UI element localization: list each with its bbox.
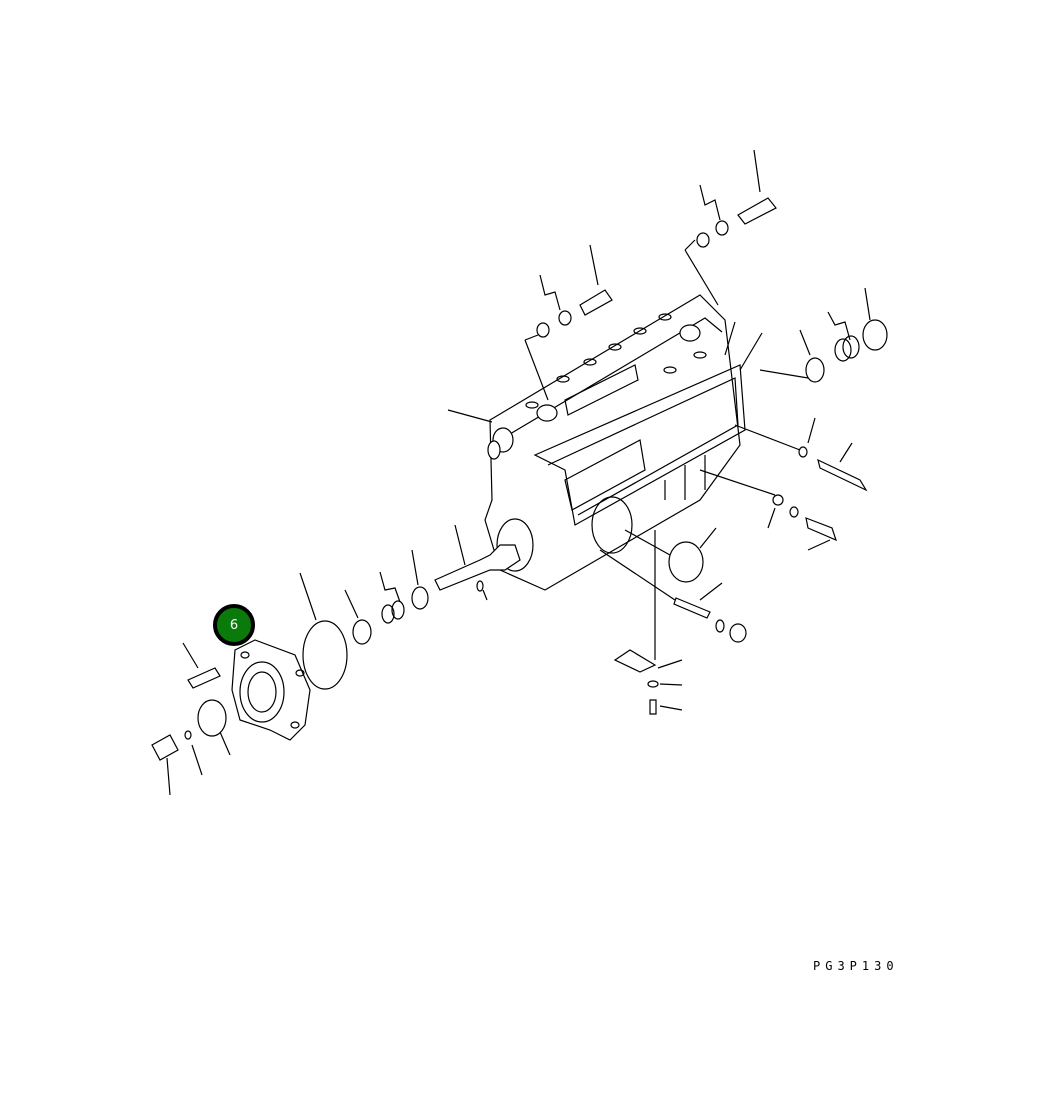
bolt: [817, 458, 868, 492]
oil-seal: [197, 699, 227, 737]
nut: [352, 619, 372, 645]
figure-code: PG3P130: [813, 959, 899, 973]
bolt: [737, 197, 777, 225]
flange-cover: [231, 639, 311, 741]
o-ring: [302, 620, 348, 690]
pump-body: [484, 294, 746, 591]
bolt: [187, 667, 221, 689]
valve-holder: [579, 289, 613, 316]
bolt: [649, 699, 657, 715]
callout-6[interactable]: 6: [213, 604, 255, 646]
shaft: [434, 544, 521, 591]
leader-lines: [166, 149, 871, 796]
snap-ring: [184, 730, 192, 740]
lock-washer: [381, 604, 395, 624]
lock-washer: [391, 600, 405, 620]
key: [476, 580, 484, 592]
washer: [411, 586, 429, 610]
o-ring: [668, 541, 704, 583]
bracket: [613, 649, 657, 673]
plug: [151, 734, 179, 761]
stud: [673, 597, 711, 619]
bolt: [805, 517, 837, 542]
washer: [487, 440, 501, 460]
